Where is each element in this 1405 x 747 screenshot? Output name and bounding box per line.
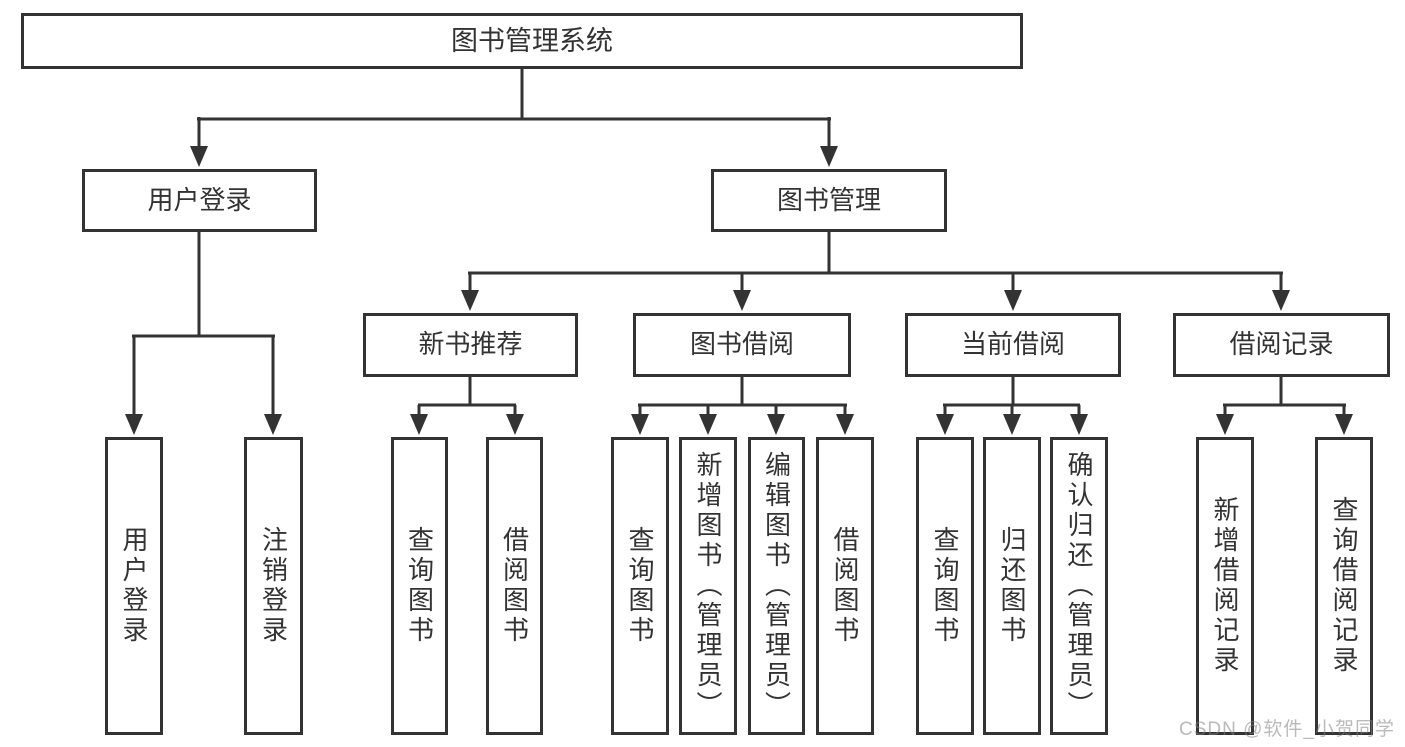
arrow-head-icon [1003, 414, 1021, 435]
arrow-head-icon [1216, 414, 1234, 435]
leaf-borrow-edit-books-admin: 编辑图书（管理员） [748, 437, 805, 735]
arrow-head-icon [936, 414, 954, 435]
arrow-head-icon [767, 414, 785, 435]
arrow-head-icon [699, 414, 717, 435]
node-borrow-records: 借阅记录 [1173, 313, 1390, 377]
arrow-head-icon [836, 414, 854, 435]
node-new-book-recommend: 新书推荐 [363, 313, 578, 377]
arrow-head-icon [1070, 414, 1088, 435]
arrow-head-icon [631, 414, 649, 435]
leaf-borrow-query-books: 查询图书 [611, 437, 669, 735]
node-user-login-group: 用户登录 [82, 169, 317, 232]
leaf-logout: 注销登录 [244, 437, 303, 735]
node-root: 图书管理系统 [21, 13, 1023, 69]
arrow-head-icon [1272, 290, 1290, 311]
arrow-head-icon [506, 414, 524, 435]
leaf-current-return-books: 归还图书 [983, 437, 1041, 735]
arrow-head-icon [733, 290, 751, 311]
arrow-head-icon [190, 146, 208, 167]
leaf-current-confirm-return-admin: 确认归还（管理员） [1050, 437, 1108, 735]
leaf-borrow-borrow-books: 借阅图书 [816, 437, 874, 735]
arrow-head-icon [461, 290, 479, 311]
leaf-current-query-books: 查询图书 [916, 437, 974, 735]
arrow-head-icon [820, 146, 838, 167]
leaf-user-login: 用户登录 [105, 437, 163, 735]
leaf-newrec-borrow-books: 借阅图书 [486, 437, 543, 735]
arrow-head-icon [1335, 414, 1353, 435]
leaf-records-query-record: 查询借阅记录 [1315, 437, 1373, 735]
node-book-borrow: 图书借阅 [633, 313, 851, 377]
arrow-head-icon [125, 414, 143, 435]
arrow-head-icon [410, 414, 428, 435]
leaf-borrow-add-books-admin: 新增图书（管理员） [679, 437, 737, 735]
leaf-records-add-record: 新增借阅记录 [1196, 437, 1254, 735]
node-book-management: 图书管理 [711, 169, 947, 232]
node-current-borrow: 当前借阅 [905, 313, 1121, 377]
arrow-head-icon [264, 414, 282, 435]
arrow-head-icon [1004, 290, 1022, 311]
leaf-newrec-query-books: 查询图书 [391, 437, 448, 735]
